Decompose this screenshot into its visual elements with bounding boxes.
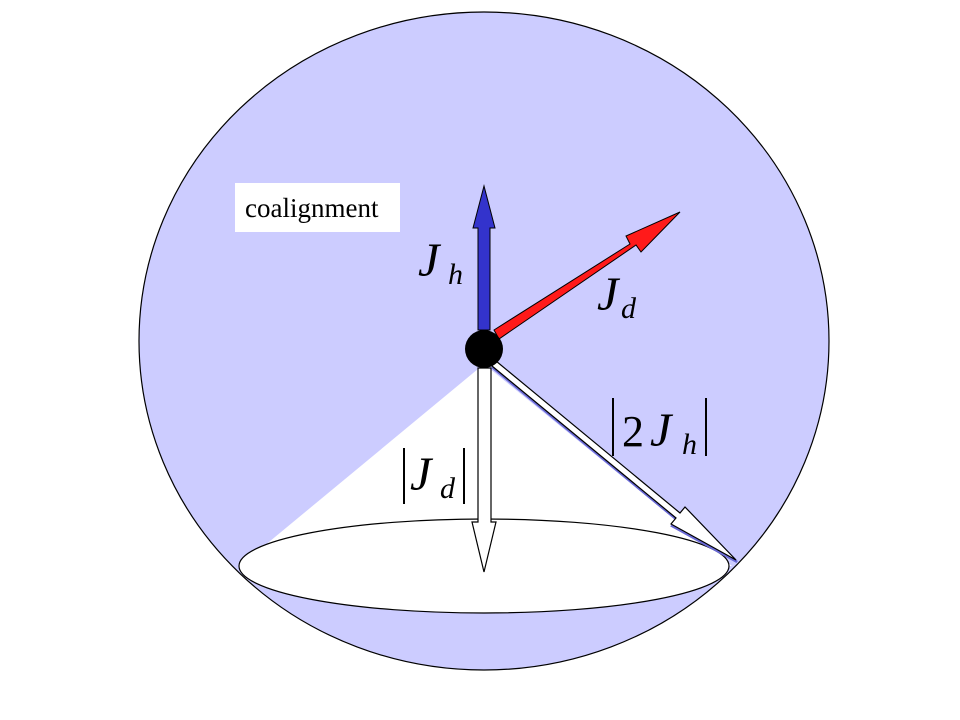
coalignment-box: coalignment bbox=[235, 183, 400, 232]
svg-text:d: d bbox=[621, 292, 637, 325]
svg-text:J: J bbox=[597, 268, 621, 321]
jd-label: J d bbox=[597, 268, 637, 325]
jd-arrow bbox=[493, 211, 681, 340]
svg-text:J: J bbox=[650, 404, 674, 457]
abs-2jh-arrow bbox=[491, 360, 737, 561]
coalignment-label: coalignment bbox=[245, 193, 379, 223]
jh-label: J h bbox=[418, 234, 463, 291]
svg-text:h: h bbox=[682, 428, 697, 461]
svg-text:h: h bbox=[448, 258, 463, 291]
svg-text:J: J bbox=[410, 448, 434, 501]
center-dot bbox=[465, 330, 503, 368]
abs-jd-arrow bbox=[471, 367, 497, 573]
jh-arrow bbox=[472, 184, 496, 331]
svg-text:2: 2 bbox=[622, 407, 644, 456]
abs-2jh-label: 2 J h bbox=[612, 398, 707, 461]
svg-text:J: J bbox=[418, 234, 442, 287]
svg-text:d: d bbox=[440, 472, 456, 505]
abs-jd-label: J d bbox=[403, 448, 465, 505]
